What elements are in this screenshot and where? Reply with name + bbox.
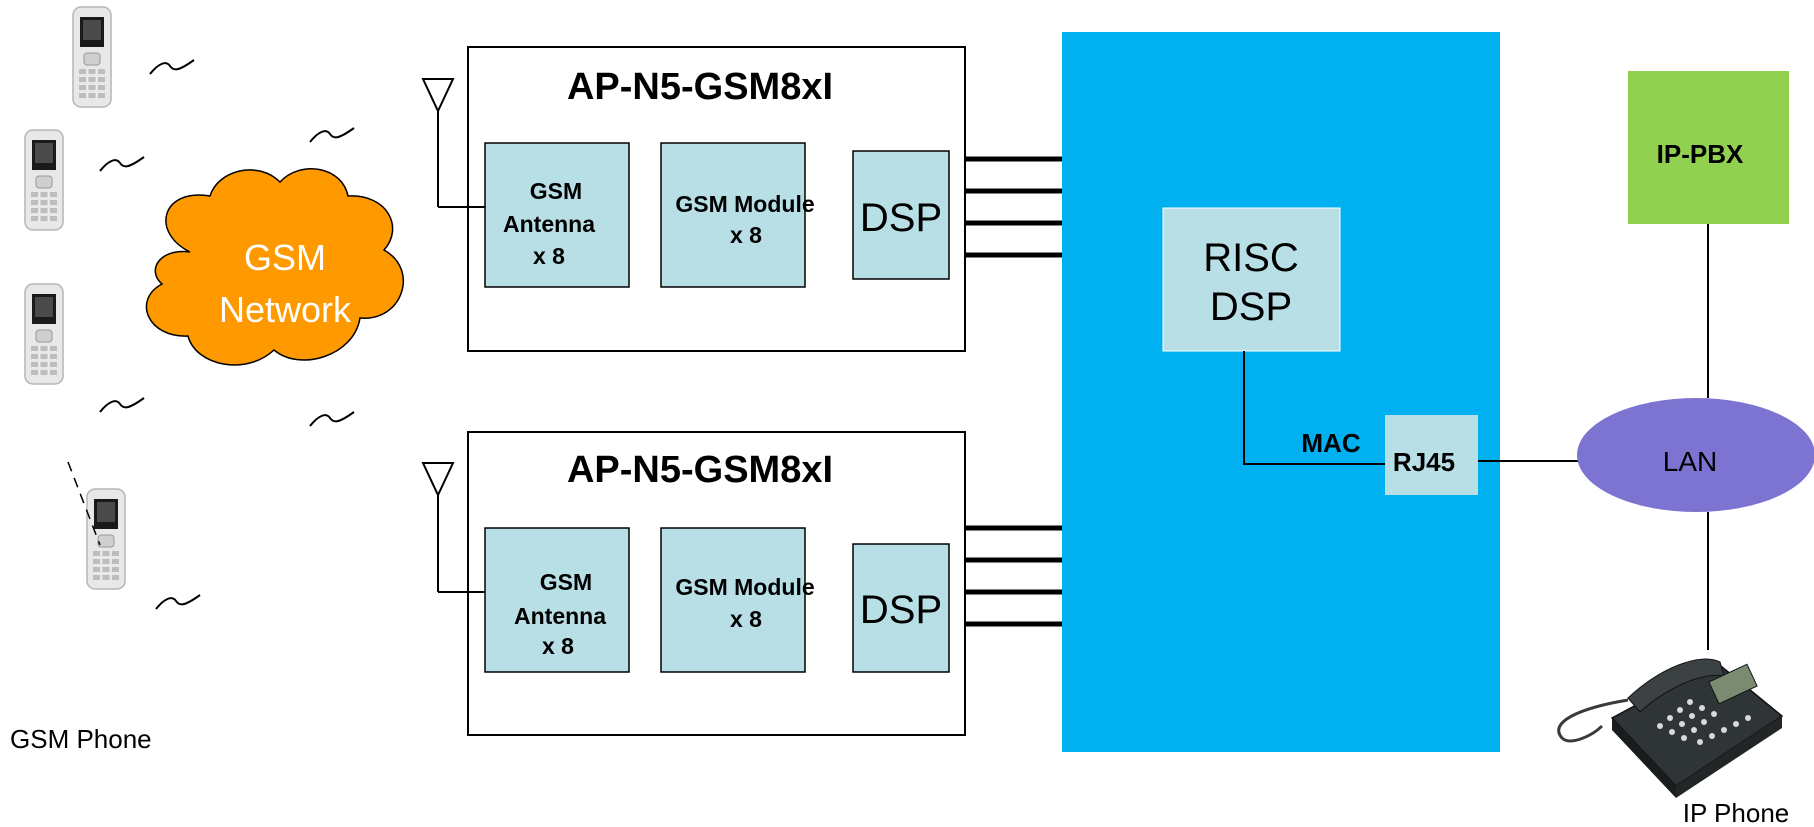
antenna-label-line1: GSM — [530, 178, 582, 204]
wireless-signal-icon — [309, 411, 355, 427]
module-label-line1: GSM Module — [675, 574, 814, 600]
main-board — [1062, 32, 1500, 752]
module-label-line2: x 8 — [730, 606, 762, 632]
gateway-bottom: AP-N5-GSM8xI GSM Antenna x 8 GSM Module … — [421, 431, 1062, 736]
gsm-phone-caption: GSM Phone — [10, 724, 152, 754]
risc-label-line1: RISC — [1203, 236, 1299, 280]
bus-lines-bottom — [965, 525, 1062, 627]
gateway-top-title: AP-N5-GSM8xI — [567, 66, 833, 108]
antenna-label-line1: GSM — [540, 569, 592, 595]
dsp-label: DSP — [860, 196, 942, 240]
dsp-block-top — [852, 150, 950, 280]
lan-label: LAN — [1663, 446, 1717, 477]
gsm-module-block-bottom — [660, 527, 806, 673]
mac-connector-line — [1243, 351, 1386, 465]
antenna-label-line2: Antenna — [503, 211, 595, 237]
module-label-line2: x 8 — [730, 222, 762, 248]
antenna-icon — [421, 78, 485, 208]
gsm-antenna-block-bottom — [484, 527, 630, 673]
ip-phone-caption: IP Phone — [1683, 798, 1790, 827]
cloud-label-line2: Network — [219, 289, 352, 330]
lan-ellipse — [1577, 398, 1814, 512]
gsm-network-cloud — [145, 168, 404, 366]
module-label-line1: GSM Module — [675, 191, 814, 217]
ip-pbx-box — [1628, 71, 1789, 224]
antenna-label-line3: x 8 — [542, 633, 574, 659]
rj45-port-block — [1385, 415, 1478, 495]
wireless-signal-icon — [155, 594, 201, 610]
ip-pbx-label: IP-PBX — [1657, 139, 1744, 169]
dsp-label: DSP — [860, 588, 942, 632]
ellipsis-dashed-line — [67, 461, 101, 546]
dsp-block-bottom — [852, 543, 950, 673]
gateway-top: AP-N5-GSM8xI GSM Antenna x 8 GSM Module … — [421, 46, 1062, 352]
wireless-signal-icon — [309, 127, 355, 143]
mac-label: MAC — [1301, 428, 1360, 458]
antenna-label-line2: Antenna — [514, 603, 606, 629]
antenna-label-line3: x 8 — [533, 243, 565, 269]
gsm-handset-icon — [24, 129, 64, 231]
risc-label-line2: DSP — [1210, 285, 1292, 329]
cloud-label-line1: GSM — [244, 237, 326, 278]
gsm-handset-icon — [72, 6, 112, 108]
gsm-module-block-top — [660, 142, 806, 288]
gsm-antenna-block-top — [484, 142, 630, 288]
gsm-handset-icon — [24, 283, 64, 385]
gateway-bottom-title: AP-N5-GSM8xI — [567, 449, 833, 491]
wireless-signal-icon — [99, 156, 145, 172]
rj45-label: RJ45 — [1393, 447, 1455, 477]
wireless-signal-icon — [99, 397, 145, 413]
desk-phone-icon — [1557, 658, 1784, 798]
bus-lines-top — [965, 156, 1062, 258]
gsm-handset-icon — [86, 488, 126, 590]
wireless-signal-icon — [149, 59, 195, 75]
risc-dsp-block — [1162, 207, 1341, 352]
antenna-icon — [421, 462, 485, 593]
